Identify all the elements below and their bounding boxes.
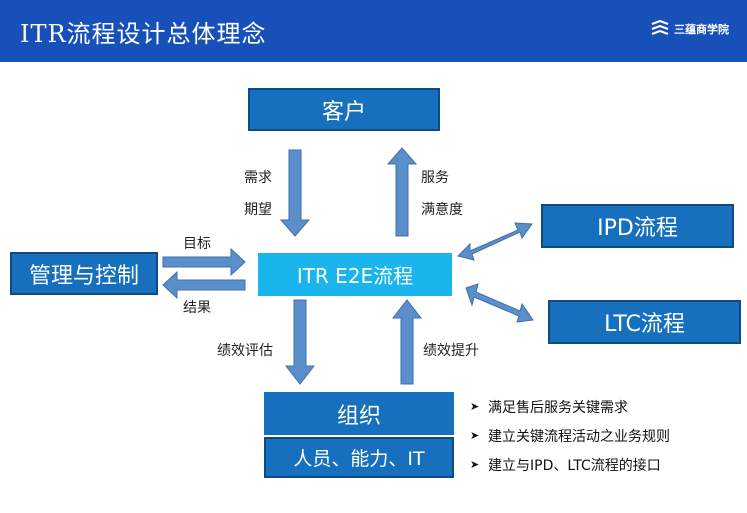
customer-box: 客户 [248, 88, 440, 131]
title-bar: ITR流程设计总体理念 三蕴商学院 [0, 0, 747, 62]
management-control-box: 管理与控制 [10, 252, 158, 295]
organization-box: 组织 [264, 392, 454, 435]
arrow-goal [162, 247, 246, 277]
arrow-service [386, 147, 418, 237]
list-item: ➤ 满足售后服务关键需求 [470, 392, 670, 421]
goal-label: 目标 [183, 236, 211, 252]
arrow-perf-eval [284, 299, 316, 385]
people-capability-it-box: 人员、能力、IT [264, 437, 454, 478]
list-item: ➤ 建立关键流程活动之业务规则 [470, 421, 670, 450]
list-item: ➤ 建立与IPD、LTC流程的接口 [470, 450, 670, 479]
satisfaction-label: 满意度 [421, 202, 463, 218]
list-item-text: 建立与IPD、LTC流程的接口 [488, 457, 661, 474]
list-item-text: 满足售后服务关键需求 [488, 399, 628, 416]
service-label: 服务 [421, 170, 449, 186]
logo-text: 三蕴商学院 [674, 23, 729, 36]
arrow-demand [279, 149, 311, 237]
ipd-process-box: IPD流程 [541, 204, 734, 248]
arrow-bullet-icon: ➤ [470, 400, 480, 413]
page-title: ITR流程设计总体理念 [20, 20, 267, 48]
arrow-perf-improve [391, 299, 423, 385]
ltc-process-box: LTC流程 [548, 300, 741, 344]
perf-improve-label: 绩效提升 [423, 343, 479, 359]
itr-e2e-process-box: ITR E2E流程 [258, 253, 452, 296]
list-item-text: 建立关键流程活动之业务规则 [488, 428, 670, 445]
arrow-bullet-icon: ➤ [470, 429, 480, 442]
logo: 三蕴商学院 [650, 18, 729, 40]
expectation-label: 期望 [244, 202, 272, 218]
result-label: 结果 [183, 300, 211, 316]
arrow-ipd-link [457, 222, 533, 261]
logo-mark-icon [651, 19, 669, 36]
perf-eval-label: 绩效评估 [217, 343, 273, 359]
demand-label: 需求 [244, 170, 272, 186]
arrow-ltc-link [465, 283, 534, 323]
arrow-result [162, 270, 246, 300]
arrow-bullet-icon: ➤ [470, 458, 480, 471]
key-points-list: ➤ 满足售后服务关键需求 ➤ 建立关键流程活动之业务规则 ➤ 建立与IPD、LT… [470, 392, 670, 479]
